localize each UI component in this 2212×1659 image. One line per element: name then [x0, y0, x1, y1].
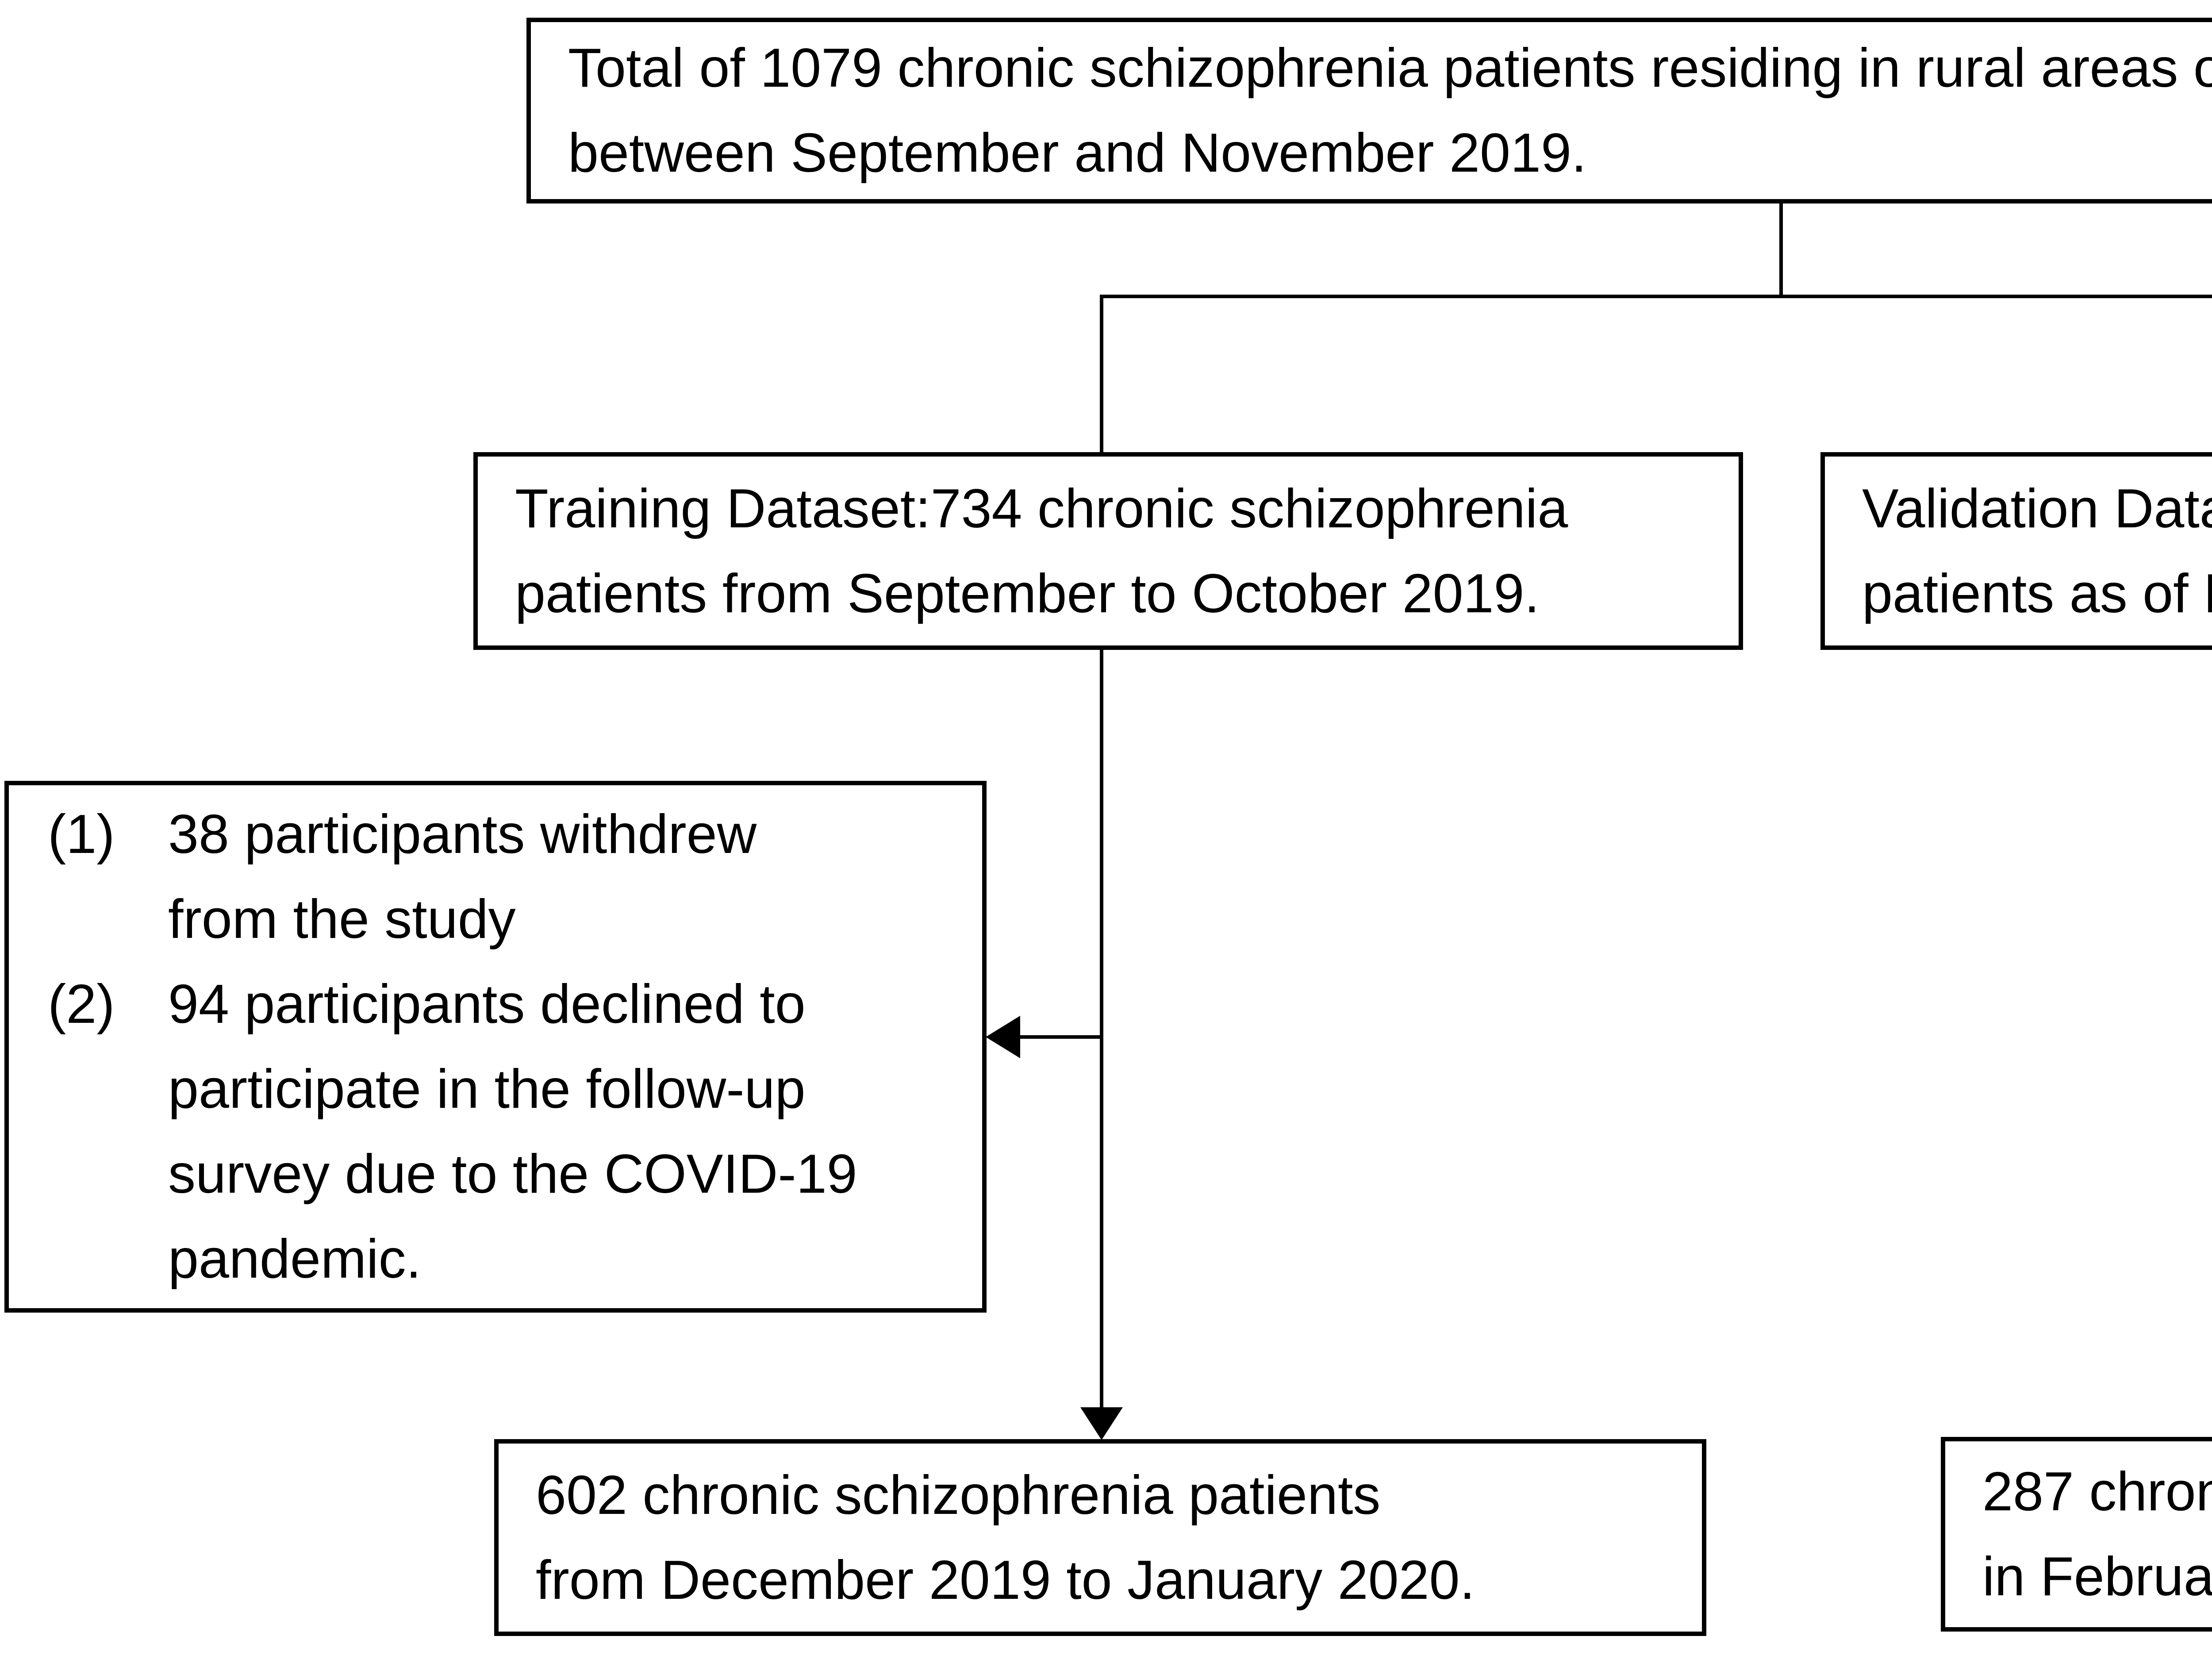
training-exclusions-box: (1) 38 participants withdrew from the st…	[4, 781, 987, 1313]
training-flow-arrowhead-icon	[1080, 1407, 1123, 1440]
training-exclusions-list: (1) 38 participants withdrew from the st…	[9, 792, 982, 1302]
validation-dataset-box: Validation Dataset: 345 chronic schizoph…	[1820, 452, 2212, 650]
validation-followup-box: 287 chronic schizophrenia patients in Fe…	[1941, 1437, 2212, 1632]
training-followup-line-1: 602 chronic schizophrenia patients	[536, 1464, 1381, 1526]
total-enrollment-box: Total of 1079 chronic schizophrenia pati…	[526, 18, 2212, 204]
total-enrollment-line-1: Total of 1079 chronic schizophrenia pati…	[568, 38, 2212, 99]
list-item-number: (2)	[48, 974, 115, 1035]
validation-dataset-line-1: Validation Dataset: 345 chronic schizoph…	[1862, 478, 2212, 539]
list-item-text: 38 participants withdrew from the study	[168, 792, 978, 962]
training-dataset-line-2: patients from September to October 2019.	[515, 563, 1540, 624]
list-item-line: 94 participants declined to	[168, 974, 806, 1035]
top-box-stub-line	[1779, 204, 1783, 297]
list-item: (2) 94 participants declined to particip…	[48, 962, 978, 1302]
training-exclusion-arrow-line	[1018, 1035, 1103, 1039]
list-item-line: participate in the follow-up	[168, 1059, 806, 1120]
total-enrollment-line-2: between September and November 2019.	[568, 123, 1587, 184]
training-dataset-line-1: Training Dataset:734 chronic schizophren…	[515, 478, 1568, 539]
list-item-line: from the study	[168, 889, 516, 950]
training-exclusion-arrowhead-icon	[986, 1016, 1020, 1058]
list-item-line: 38 participants withdrew	[168, 804, 757, 865]
validation-followup-line-2: in February 2020.	[1982, 1546, 2212, 1607]
list-item-line: survey due to the COVID-19	[168, 1144, 857, 1205]
training-drop-line	[1100, 295, 1103, 454]
list-item: (1) 38 participants withdrew from the st…	[48, 792, 978, 962]
validation-dataset-line-2: patients as of November 2019.	[1862, 563, 2212, 624]
training-dataset-box: Training Dataset:734 chronic schizophren…	[473, 452, 1743, 650]
training-flow-line	[1100, 650, 1103, 1409]
list-item-line: pandemic.	[168, 1229, 422, 1290]
training-followup-box: 602 chronic schizophrenia patients from …	[494, 1439, 1706, 1636]
list-item-text: 94 participants declined to participate …	[168, 962, 978, 1302]
list-item-number: (1)	[48, 804, 115, 865]
validation-followup-line-1: 287 chronic schizophrenia patients	[1982, 1461, 2212, 1522]
training-followup-line-2: from December 2019 to January 2020.	[536, 1549, 1475, 1611]
split-bracket-line	[1100, 295, 2212, 298]
